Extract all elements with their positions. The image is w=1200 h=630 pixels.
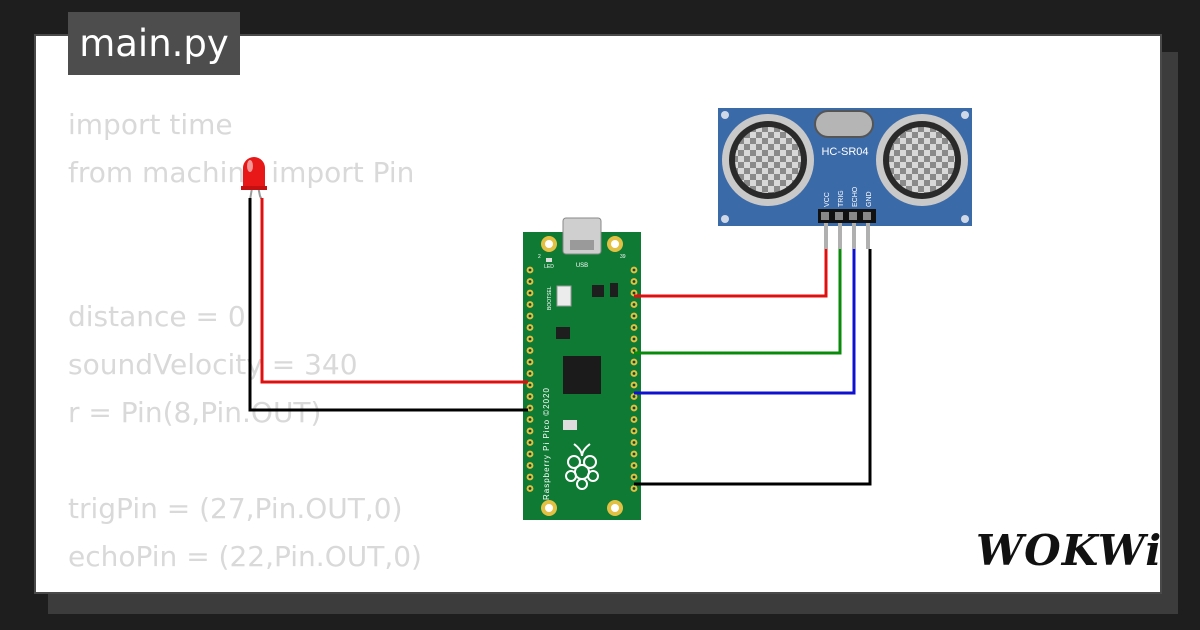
led-body bbox=[243, 157, 265, 188]
pico-pin-rows bbox=[526, 266, 638, 492]
wire-vcc[interactable] bbox=[634, 249, 828, 298]
wire-trig[interactable] bbox=[634, 249, 842, 355]
pico-pin-hole bbox=[632, 464, 636, 467]
wokwi-logo: WOKWi bbox=[976, 526, 1163, 575]
pico-pin-hole bbox=[632, 337, 636, 341]
file-tab-main-py[interactable]: main.py bbox=[68, 12, 240, 75]
transducer-right bbox=[876, 114, 968, 206]
pico-pin-hole bbox=[528, 280, 532, 283]
code-line: soundVelocity = 340 bbox=[68, 348, 358, 381]
pico-pin-hole bbox=[632, 326, 636, 329]
pico-pin-hole bbox=[528, 429, 532, 433]
pico-pin-hole bbox=[632, 349, 636, 352]
pico-pin-hole bbox=[528, 383, 532, 387]
pico-pin-hole bbox=[528, 372, 532, 375]
pico-pin-hole bbox=[632, 452, 636, 456]
code-line: distance = 0 bbox=[68, 300, 246, 333]
flash-chip bbox=[592, 285, 604, 297]
pico-pin-hole bbox=[528, 268, 532, 272]
wire-echo[interactable] bbox=[634, 249, 856, 395]
wire-gnd[interactable] bbox=[634, 249, 872, 486]
red-led[interactable] bbox=[241, 157, 267, 201]
hc-sr04-sensor[interactable]: HC-SR04 VCC TRIG ECHO GND bbox=[718, 108, 972, 249]
onboard-led bbox=[546, 258, 552, 262]
pico-pin-hole bbox=[632, 280, 636, 283]
pico-pin-hole bbox=[632, 314, 636, 318]
raspberry-pi-pico[interactable]: USB 2 39 LED BOOTSEL Raspberry Pi Pico ©… bbox=[523, 217, 641, 520]
pico-pin-hole bbox=[528, 487, 532, 490]
crystal-oscillator bbox=[814, 110, 874, 138]
pico-side-text: Raspberry Pi Pico ©2020 bbox=[542, 387, 551, 500]
pin-header bbox=[818, 209, 876, 223]
pico-pin-hole bbox=[632, 395, 636, 398]
pin-number: 2 bbox=[538, 254, 541, 260]
pico-pin-hole bbox=[632, 475, 636, 479]
wire-led-anode[interactable] bbox=[260, 198, 528, 384]
code-line: trigPin = (27,Pin.OUT,0) bbox=[68, 492, 403, 525]
pin-label-vcc: VCC bbox=[824, 192, 831, 207]
pico-pin-hole bbox=[632, 372, 636, 375]
pico-pin-hole bbox=[528, 441, 532, 444]
pico-pin-hole bbox=[528, 452, 532, 456]
led-label: LED bbox=[544, 264, 554, 270]
pico-pin-hole bbox=[632, 441, 636, 444]
transducer-left bbox=[722, 114, 814, 206]
pin-label-trig: TRIG bbox=[838, 190, 845, 207]
code-line: import time bbox=[68, 108, 233, 141]
pico-pin-hole bbox=[528, 464, 532, 467]
wire-led-cathode[interactable] bbox=[248, 198, 528, 412]
pico-pin-hole bbox=[528, 291, 532, 295]
pico-pin-hole bbox=[528, 349, 532, 352]
pico-pin-hole bbox=[528, 418, 532, 421]
pico-pin-hole bbox=[632, 429, 636, 433]
pico-pin-hole bbox=[632, 303, 636, 306]
code-line: echoPin = (22,Pin.OUT,0) bbox=[68, 540, 422, 573]
bootsel-label: BOOTSEL bbox=[547, 286, 553, 310]
pico-pin-hole bbox=[528, 360, 532, 364]
pico-pin-hole bbox=[528, 326, 532, 329]
raspberry-logo-icon bbox=[565, 443, 599, 490]
code-line: from machine import Pin bbox=[68, 156, 415, 189]
pico-pin-hole bbox=[528, 337, 532, 341]
pin-number: 39 bbox=[620, 254, 626, 260]
sensor-label: HC-SR04 bbox=[821, 146, 868, 158]
pico-pin-hole bbox=[632, 406, 636, 410]
rp2040-chip bbox=[563, 356, 601, 394]
pico-pin-hole bbox=[528, 395, 532, 398]
pico-pin-hole bbox=[528, 475, 532, 479]
pico-pin-hole bbox=[632, 291, 636, 295]
code-line: r = Pin(8,Pin.OUT) bbox=[68, 396, 322, 429]
pin-label-gnd: GND bbox=[866, 191, 873, 207]
pin-label-echo: ECHO bbox=[852, 186, 859, 207]
pico-pin-hole bbox=[632, 360, 636, 364]
pico-pin-hole bbox=[632, 383, 636, 387]
pico-pin-hole bbox=[632, 418, 636, 421]
pico-pin-hole bbox=[528, 406, 532, 410]
pico-pin-hole bbox=[528, 314, 532, 318]
usb-label: USB bbox=[576, 263, 588, 269]
pico-pin-hole bbox=[528, 303, 532, 306]
bootsel-button[interactable] bbox=[556, 285, 572, 307]
pico-pin-hole bbox=[632, 268, 636, 272]
pico-pin-hole bbox=[632, 487, 636, 490]
